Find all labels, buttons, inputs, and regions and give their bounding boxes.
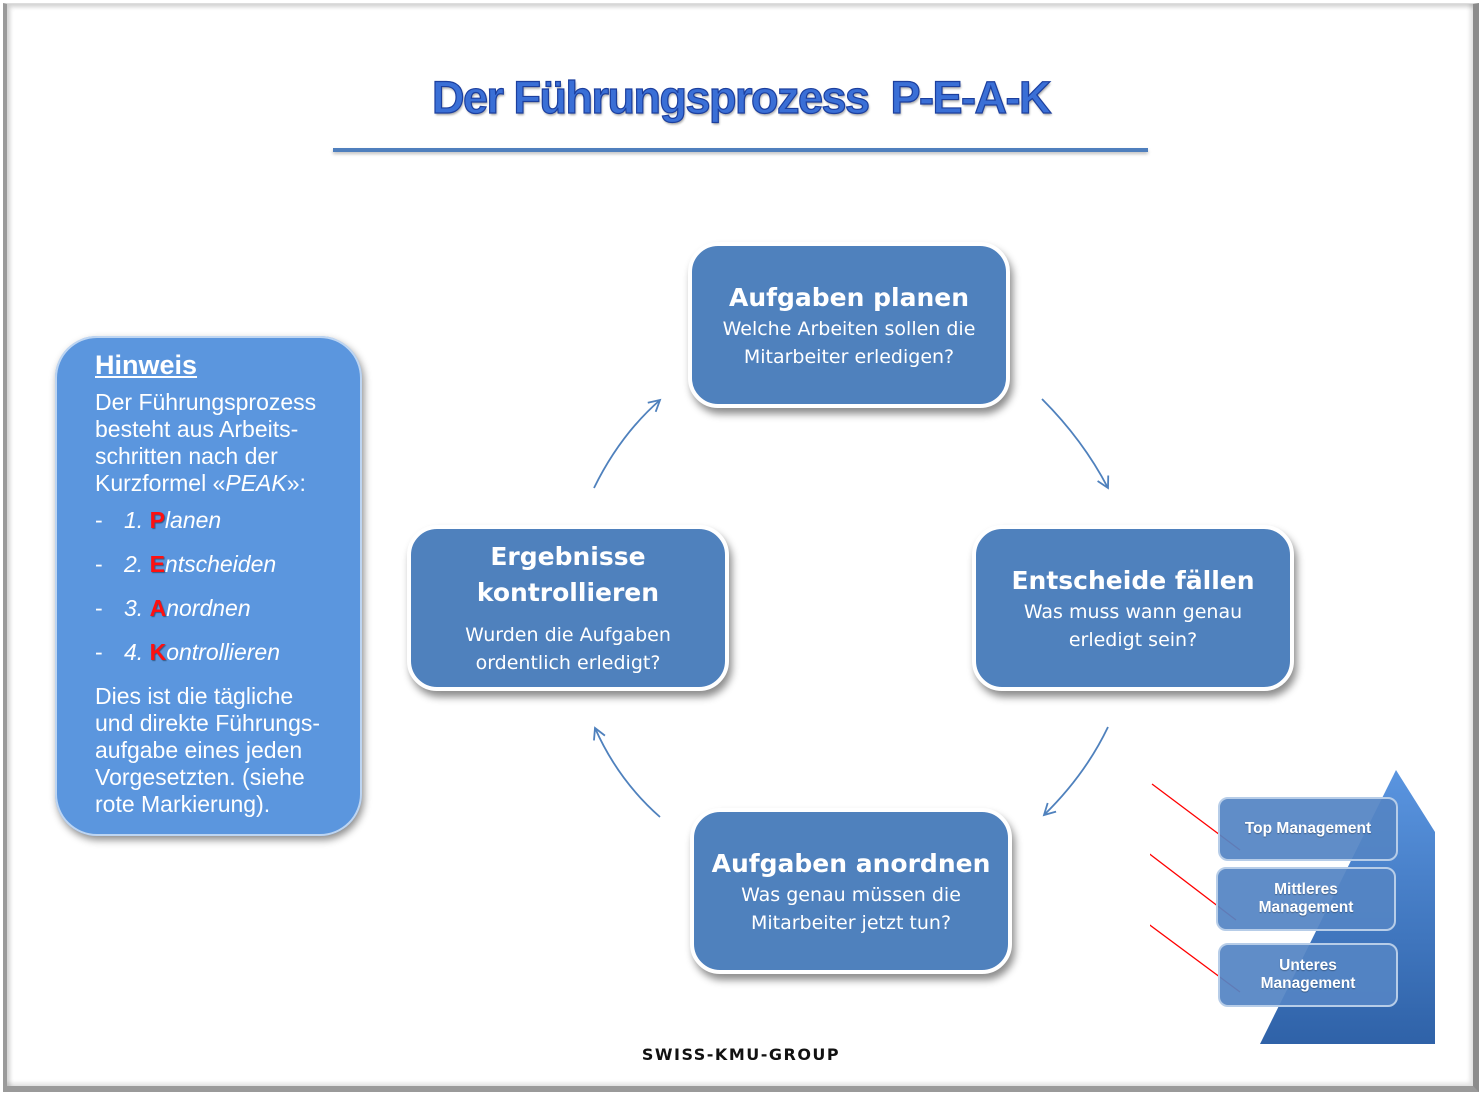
step-letter-highlight: A [149, 595, 167, 621]
step-box-control: Ergebnisse kontrollieren Wurden die Aufg… [407, 525, 729, 691]
list-dash: - [95, 595, 103, 621]
hint-intro-prefix: Kurzformel « [95, 470, 226, 496]
step-title: Entscheide fällen [1011, 565, 1255, 595]
peak-step: - 2. Entscheiden [95, 551, 362, 578]
step-letter-highlight: K [149, 639, 167, 665]
step-desc-line: Wurden die Aufgaben [465, 624, 671, 646]
step-rest: ontrollieren [166, 639, 280, 665]
step-title-wrap: Ergebnisse kontrollieren [477, 539, 659, 611]
step-number: 4. [124, 639, 144, 665]
step-letter-highlight: E [149, 551, 165, 577]
hint-intro-line: Der Führungsprozess [95, 389, 317, 415]
hint-outro-line: Vorgesetzten. (siehe [95, 764, 305, 790]
step-number: 2. [124, 551, 144, 577]
level-label-line: Mittleres [1274, 881, 1338, 898]
hint-panel: Hinweis Der Führungsprozess besteht aus … [55, 336, 362, 836]
step-rest: nordnen [166, 595, 251, 621]
step-title-line: kontrollieren [476, 578, 660, 607]
step-desc-line: Mitarbeiter jetzt tun? [750, 911, 952, 934]
peak-step: - 3. Anordnen [95, 595, 362, 622]
hint-outro: Dies ist die tägliche und direkte Führun… [95, 683, 362, 818]
step-desc-line: ordentlich erledigt? [475, 652, 661, 674]
step-title-line: Ergebnisse [490, 542, 646, 571]
step-rest: lanen [164, 507, 222, 533]
title-underline [333, 148, 1148, 152]
step-box-order: Aufgaben anordnen Was genau müssen die M… [690, 808, 1012, 974]
step-desc-line: erledigt sein? [1068, 628, 1198, 651]
hint-intro: Der Führungsprozess besteht aus Arbeits-… [95, 389, 362, 497]
hint-peak-term: PEAK [225, 470, 287, 496]
hint-outro-line: rote Markierung). [95, 791, 271, 817]
step-title: Aufgaben anordnen [711, 848, 991, 878]
hint-outro-line: Dies ist die tägliche [95, 683, 294, 709]
step-number: 3. [124, 595, 144, 621]
hint-outro-line: und direkte Führungs- [95, 710, 321, 736]
step-desc-line: Was muss wann genau [1023, 600, 1243, 623]
hint-intro-line: schritten nach der [95, 443, 278, 469]
hint-intro-line: besteht aus Arbeits- [95, 416, 299, 442]
level-label: Top Management [1244, 820, 1372, 837]
hint-intro-suffix: »: [286, 470, 306, 496]
list-dash: - [95, 551, 103, 577]
hint-outro-line: aufgabe eines jeden [95, 737, 303, 763]
step-desc-line: Was genau müssen die [741, 883, 961, 906]
list-dash: - [95, 639, 103, 665]
page-title: Der Führungsprozess P-E-A-K [431, 71, 1052, 123]
step-title: Aufgaben planen [728, 282, 970, 312]
pyramid-level-top: Top Management [1218, 797, 1398, 861]
step-letter-highlight: P [149, 507, 165, 533]
peak-step: - 4. Kontrollieren [95, 639, 362, 666]
step-box-plan: Aufgaben planen Welche Arbeiten sollen d… [688, 242, 1010, 408]
hint-heading: Hinweis [95, 350, 198, 380]
level-label-line: Unteres [1279, 957, 1337, 974]
peak-step: - 1. Planen [95, 507, 362, 534]
brand-footer: SWISS-KMU-GROUP [641, 1045, 841, 1064]
level-label-line: Management [1258, 899, 1354, 916]
step-number: 1. [124, 507, 144, 533]
step-desc-line: Mitarbeiter erledigen? [743, 345, 955, 368]
step-rest: ntscheiden [164, 551, 277, 577]
level-label-line: Management [1260, 975, 1356, 992]
step-desc-line: Welche Arbeiten sollen die [722, 317, 976, 340]
peak-steps-list: - 1. Planen - 2. Entscheiden - 3. Anordn… [95, 507, 362, 666]
list-dash: - [95, 507, 103, 533]
step-box-decide: Entscheide fällen Was muss wann genau er… [972, 525, 1294, 691]
